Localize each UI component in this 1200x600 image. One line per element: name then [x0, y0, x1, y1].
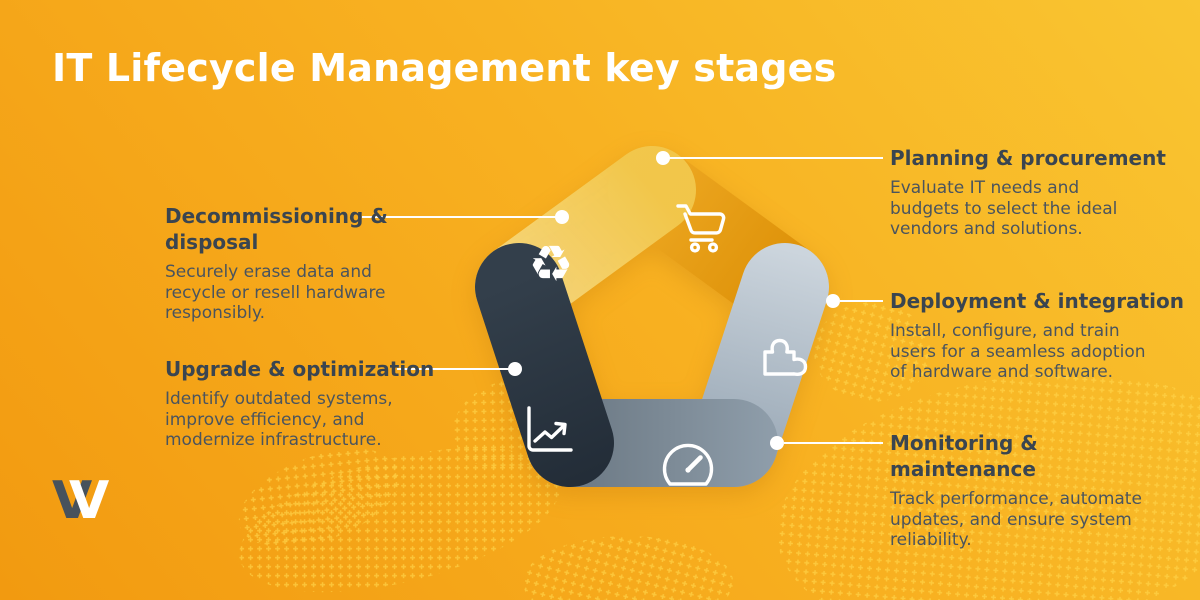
stage-desc-line: modernize infrastructure. [165, 430, 382, 450]
stage-label-decommissioning: Decommissioning &disposal [165, 204, 388, 254]
stage-label-monitoring: Monitoring & maintenance [890, 431, 1038, 481]
stage-block-planning: Planning & procurement Evaluate IT needs… [890, 145, 1190, 240]
connector-dots [508, 151, 840, 450]
stage-desc-line: users for a seamless adoption [890, 341, 1146, 362]
chart-icon [527, 406, 573, 452]
gauge-icon [662, 443, 714, 486]
stage-desc-line: Securely erase data and [165, 262, 372, 282]
stage-desc-line: of hardware and software. [890, 362, 1114, 382]
stage-desc-line: vendors and solutions. [890, 219, 1083, 239]
stage-label-upgrade: Upgrade & optimization [165, 357, 435, 381]
stage-desc-line: budgets to select the ideal [890, 198, 1118, 219]
puzzle-icon [763, 338, 808, 376]
stage-label-planning: Planning & procurement [890, 146, 1166, 170]
stage-desc-line: recycle or resell hardware [165, 282, 386, 303]
segment-upgrade [475, 243, 614, 487]
logo-letter-front: V [69, 472, 109, 526]
cart-icon [676, 204, 726, 253]
stage-desc-line: Track performance, automate [890, 489, 1142, 509]
logo-letter-back: V [52, 472, 92, 526]
connector-lines [362, 157, 883, 444]
stage-desc-line: Identify outdated systems, [165, 389, 393, 409]
stage-desc-line: Install, configure, and train [890, 321, 1120, 341]
page-title: IT Lifecycle Management key stages [52, 46, 837, 90]
stage-desc-line: improve efficiency, and [165, 409, 365, 430]
stage-label-deployment: Deployment & integration [890, 289, 1184, 313]
stage-desc-line: Evaluate IT needs and [890, 178, 1080, 198]
stage-desc-line: responsibly. [165, 303, 266, 323]
stage-desc-line: updates, and ensure system [890, 509, 1132, 530]
recycle-icon: ♻ [529, 235, 574, 293]
stage-block-monitoring: Monitoring & maintenance Track performan… [890, 430, 1190, 551]
stage-desc-line: reliability. [890, 530, 972, 550]
stage-block-deployment: Deployment & integration Install, config… [890, 288, 1190, 383]
stage-block-upgrade: Upgrade & optimization Identify outdated… [165, 356, 445, 451]
brand-logo: V V [52, 472, 109, 526]
stage-block-decommissioning: Decommissioning &disposal Securely erase… [165, 203, 425, 324]
